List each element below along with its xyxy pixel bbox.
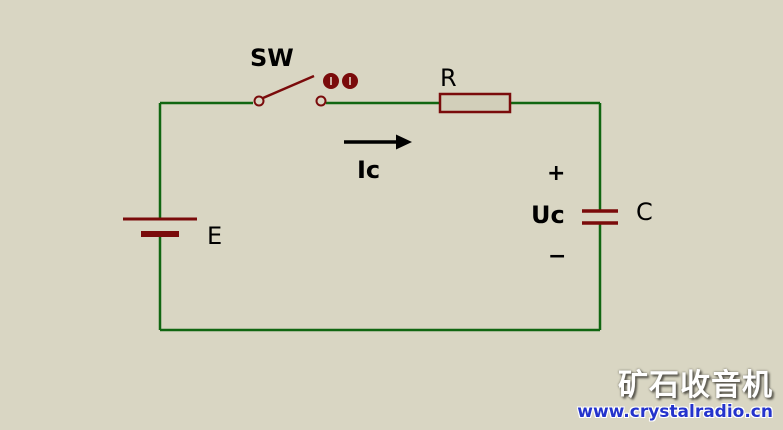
current-arrow-head xyxy=(396,134,412,150)
watermark: 矿石收音机 www.crystalradio.cn xyxy=(577,370,773,422)
watermark-url: www.crystalradio.cn xyxy=(577,401,773,422)
switch-contact-right xyxy=(315,95,327,107)
watermark-title: 矿石收音机 xyxy=(618,368,773,404)
capacitor-symbol xyxy=(582,209,618,225)
switch-label: SW xyxy=(250,44,294,72)
cap-voltage-label: Uc xyxy=(531,201,565,229)
current-label: Ic xyxy=(357,156,381,184)
switch-symbol xyxy=(253,73,358,107)
plus-sign: + xyxy=(547,161,566,186)
minus-sign: − xyxy=(548,244,567,269)
battery-symbol xyxy=(123,217,197,237)
resistor-body xyxy=(438,92,512,114)
switch-contact-left xyxy=(253,95,265,107)
current-arrow xyxy=(344,134,412,150)
switch-lever xyxy=(262,74,315,100)
switch-toggle-dots[interactable] xyxy=(323,73,358,89)
battery-label: E xyxy=(207,222,223,250)
circuit-wires xyxy=(158,101,602,332)
capacitor-label: C xyxy=(636,198,653,226)
resistor-label: R xyxy=(440,64,457,92)
